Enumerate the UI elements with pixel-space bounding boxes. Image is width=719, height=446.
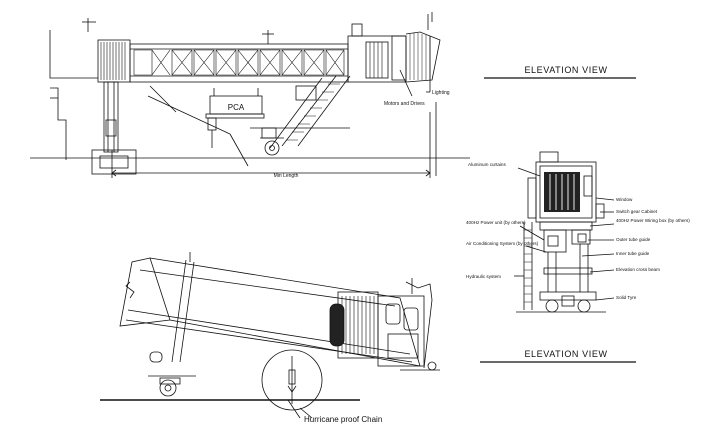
motors-label: Motors and Drives xyxy=(384,101,425,107)
lighting-label: Lighting xyxy=(432,90,450,96)
elevation-view-title-bottom: ELEVATION VIEW xyxy=(524,349,607,359)
callout-air-conditioning: Air Conditioning System (by others) xyxy=(466,241,539,246)
callout-hydraulic: Hydraulic system xyxy=(466,274,501,279)
pca-label: PCA xyxy=(228,103,245,112)
hurricane-chain-label: Hurricane proof Chain xyxy=(304,415,382,424)
callout-400hz-wiring: 400Hz Power Wiring box (by others) xyxy=(616,218,690,223)
elevation-callouts: Aluminum curtains Window Switch gear Cab… xyxy=(466,162,690,300)
callout-solid-tyre: Solid Tyre xyxy=(616,295,637,300)
elevation-view-title-top: ELEVATION VIEW xyxy=(524,65,607,75)
callout-switchgear: Switch gear Cabinet xyxy=(616,209,658,214)
callout-outer-tube: Outer tube guide xyxy=(616,237,651,242)
callout-400hz-unit: 400Hz Power unit (by others) xyxy=(466,220,526,225)
callout-window: Window xyxy=(616,197,633,202)
callout-elevation-beam: Elevation cross beam xyxy=(616,267,660,272)
callout-inner-tube: Inner tube guide xyxy=(616,251,650,256)
perspective-view-drawing xyxy=(100,252,440,419)
callout-400hz-wiring-text: 400Hz Power Wiring box (by others) xyxy=(616,218,690,223)
min-length-label: Min Length xyxy=(274,173,299,179)
elevation-view-drawing xyxy=(480,77,636,363)
top-elevation-drawing xyxy=(30,12,470,178)
callout-aluminum-curtains: Aluminum curtains xyxy=(468,162,506,167)
